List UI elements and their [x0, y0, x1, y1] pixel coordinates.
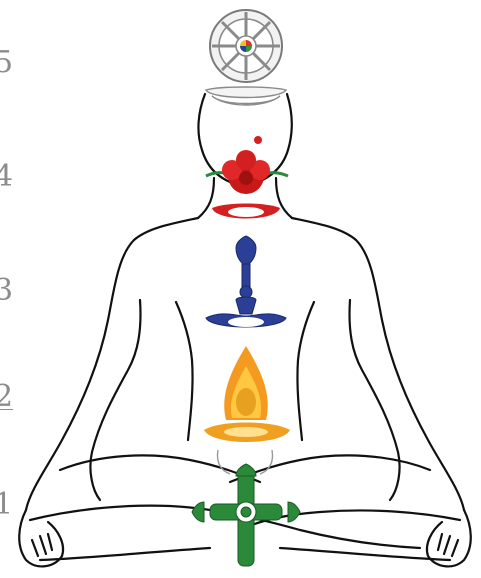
crown-lotus-base [206, 87, 286, 105]
vajra-icon [206, 236, 286, 327]
dharma-wheel-icon [210, 10, 282, 82]
flaming-jewel-icon [204, 346, 290, 442]
double-vajra-icon [192, 464, 300, 566]
